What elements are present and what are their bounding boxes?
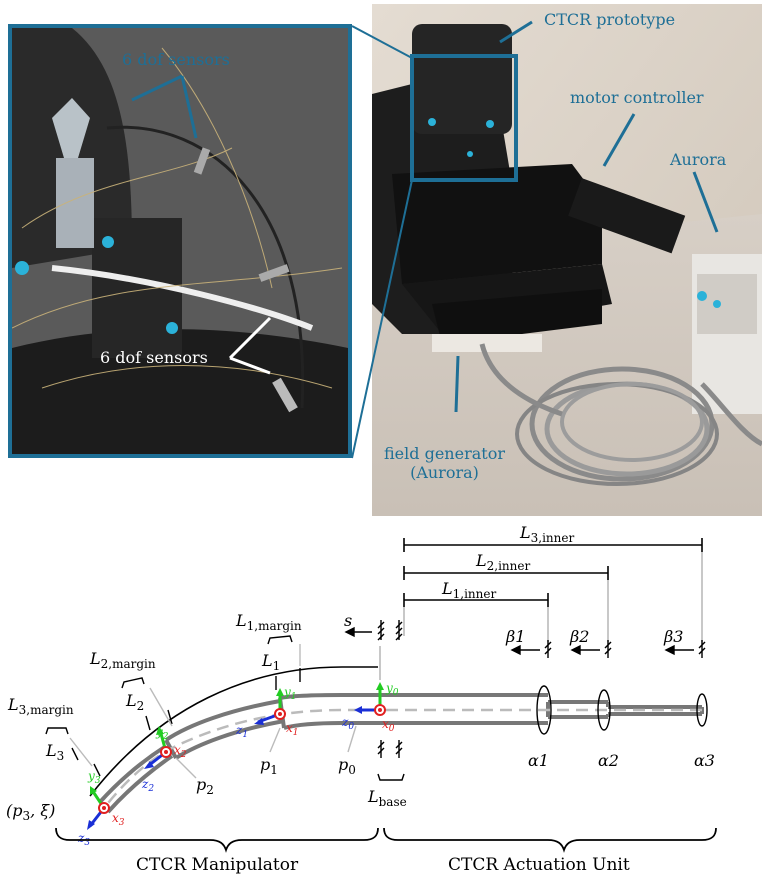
dimension-lines	[403, 538, 703, 607]
callout-aurora: Aurora	[670, 150, 727, 169]
callout-field-generator: field generator (Aurora)	[384, 444, 505, 482]
label-p3-xi: (p3, ξ)	[6, 801, 55, 823]
dimension-extenders	[379, 552, 703, 680]
inset-callout-sensors-bottom: 6 dof sensors	[100, 348, 208, 367]
label-l1: L1	[261, 651, 280, 673]
label-l1-margin: L1,margin	[235, 611, 302, 633]
prototype-photo-art	[372, 4, 762, 516]
frame-2	[144, 726, 172, 769]
label-x3: x3	[112, 811, 125, 828]
callout-ctcr-prototype: CTCR prototype	[544, 10, 676, 29]
frame-1	[254, 688, 286, 725]
prototype-photo: CTCR prototype motor controller Aurora f…	[372, 4, 762, 516]
label-l3: L3	[45, 741, 64, 763]
label-alpha-2: α2	[598, 751, 619, 770]
point-leaders	[175, 725, 357, 779]
label-l3-margin: L3,margin	[7, 695, 74, 717]
label-z2: z2	[141, 777, 154, 794]
callout-field-generator-line2: (Aurora)	[410, 463, 479, 483]
alpha-rotations	[536, 685, 708, 735]
frame-0	[354, 682, 386, 716]
label-beta-3: β3	[663, 627, 683, 646]
label-l2-inner: L2,inner	[475, 551, 530, 573]
section-actuation: CTCR Actuation Unit	[448, 855, 630, 875]
beta-arrows	[344, 626, 694, 656]
label-alpha-3: α3	[694, 751, 715, 770]
label-beta-1: β1	[505, 627, 525, 646]
segment-markers	[45, 635, 405, 781]
label-p2: p2	[196, 775, 214, 797]
label-p1: p1	[260, 755, 278, 777]
label-y1: y1	[283, 685, 297, 702]
frame-3	[87, 786, 110, 830]
hatch-supports	[377, 620, 706, 758]
label-l3-inner: L3,inner	[519, 523, 574, 545]
label-beta-2: β2	[569, 627, 589, 646]
segment-leaders	[69, 644, 301, 767]
callout-field-generator-line1: field generator	[384, 444, 505, 463]
label-z1: z1	[235, 723, 248, 740]
tube-outlines	[89, 666, 704, 814]
label-l2-margin: L2,margin	[89, 649, 156, 671]
label-x0: x0	[382, 717, 395, 734]
section-manipulator: CTCR Manipulator	[136, 855, 299, 875]
label-p0: p0	[338, 755, 356, 777]
inset-photo: 6 dof sensors 6 dof sensors	[8, 24, 352, 458]
label-y2: y2	[155, 725, 169, 742]
label-alpha-1: α1	[528, 751, 549, 770]
label-z0: z0	[341, 715, 354, 732]
label-l1-inner: L1,inner	[441, 579, 496, 601]
label-l-base: Lbase	[367, 787, 407, 809]
ctcr-diagram: L3,inner L2,inner L1,inner s β1 β2 β3 α1…	[6, 523, 717, 875]
label-s: s	[344, 611, 352, 630]
inset-photo-art	[12, 28, 348, 454]
inset-connectors	[351, 25, 413, 459]
label-y3: y3	[87, 769, 101, 786]
callout-motor-controller: motor controller	[570, 88, 704, 107]
inset-callout-sensors-top: 6 dof sensors	[122, 50, 230, 69]
label-l2: L2	[125, 691, 144, 713]
section-braces	[55, 827, 717, 853]
